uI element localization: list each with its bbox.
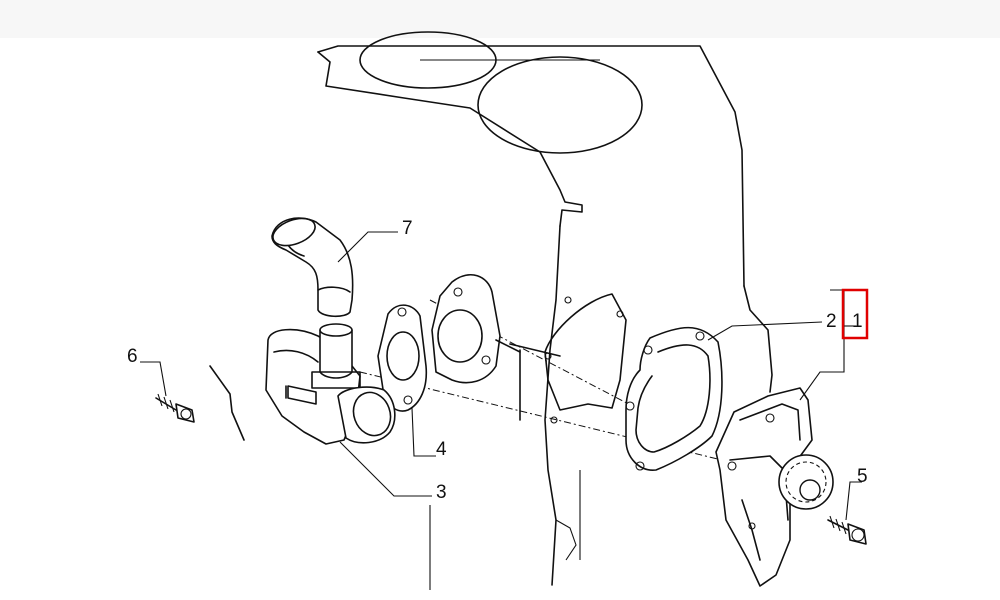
thermostat-flange xyxy=(431,273,521,384)
top-band xyxy=(0,0,1000,38)
callout-6: 6 xyxy=(127,346,138,367)
centerline-upper xyxy=(429,299,641,411)
leader-lines xyxy=(140,231,862,521)
bolt-5 xyxy=(827,515,867,545)
callout-2: 2 xyxy=(826,311,837,332)
thermostat-housing xyxy=(209,323,396,445)
callout-4: 4 xyxy=(436,439,447,460)
engine-block xyxy=(317,31,773,590)
callout-7: 7 xyxy=(402,218,413,239)
water-pump xyxy=(715,387,834,587)
hose-7 xyxy=(271,217,354,318)
callout-1-highlight xyxy=(841,288,869,340)
callout-1: 1 xyxy=(852,311,863,332)
callout-3: 3 xyxy=(436,482,447,503)
pump-gasket xyxy=(625,326,723,471)
bolt-6 xyxy=(155,393,195,423)
callout-5: 5 xyxy=(857,466,868,487)
